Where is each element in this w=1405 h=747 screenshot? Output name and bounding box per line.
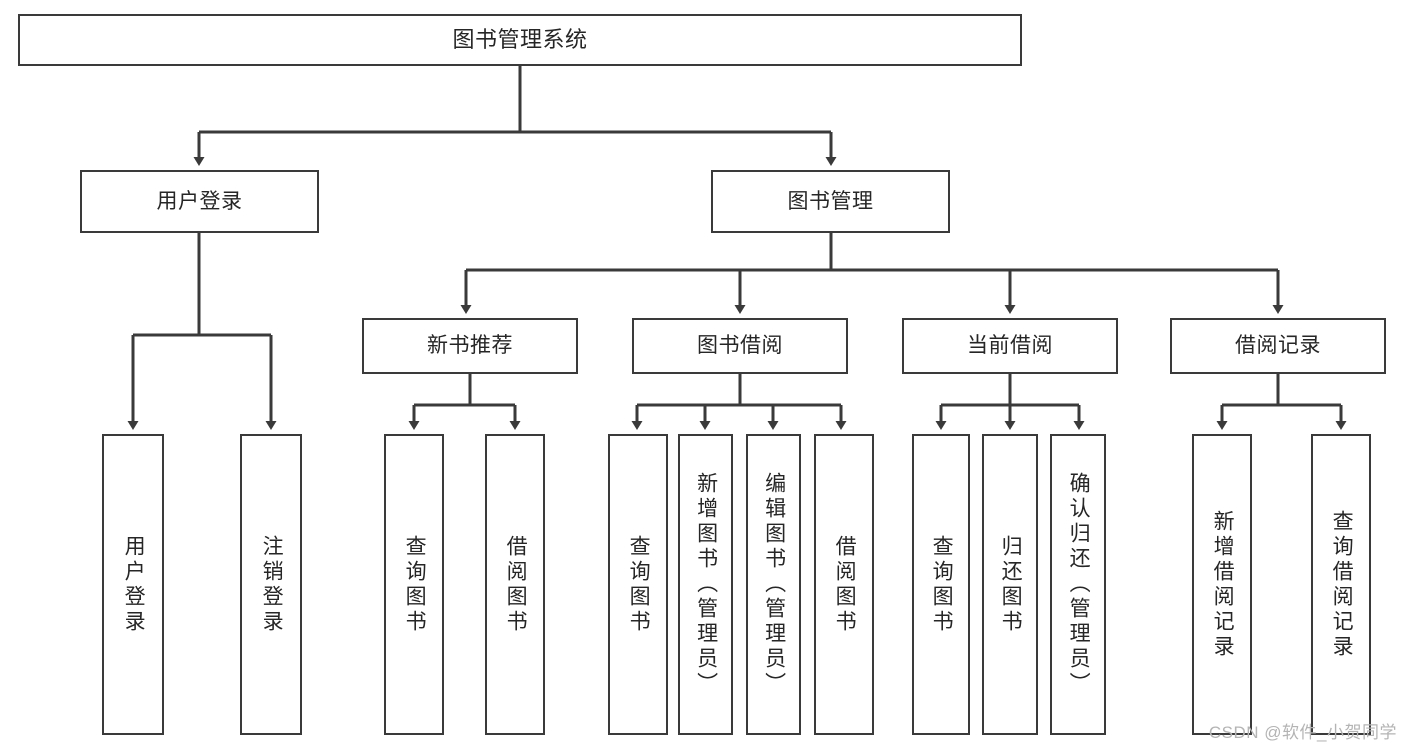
leaf-query-book-borrow[interactable]: 查询图书 xyxy=(608,434,668,735)
leaf-label: 查询图书 xyxy=(930,534,954,635)
leaf-user-login[interactable]: 用户登录 xyxy=(102,434,164,735)
leaf-add-borrow-record[interactable]: 新增借阅记录 xyxy=(1192,434,1252,735)
leaf-confirm-return-admin[interactable]: 确认归还（管理员） xyxy=(1050,434,1106,735)
leaf-return-book[interactable]: 归还图书 xyxy=(982,434,1038,735)
leaf-edit-book-admin[interactable]: 编辑图书（管理员） xyxy=(746,434,801,735)
node-book-borrow[interactable]: 图书借阅 xyxy=(632,318,848,374)
leaf-label: 查询借阅记录 xyxy=(1330,509,1354,660)
leaf-label: 归还图书 xyxy=(999,534,1023,635)
node-book-management[interactable]: 图书管理 xyxy=(711,170,950,233)
node-root-system[interactable]: 图书管理系统 xyxy=(18,14,1022,66)
leaf-label: 新增图书（管理员） xyxy=(694,472,718,697)
leaf-label: 编辑图书（管理员） xyxy=(762,472,786,697)
leaf-label: 借阅图书 xyxy=(504,534,528,635)
leaf-label: 借阅图书 xyxy=(833,534,857,635)
leaf-label: 用户登录 xyxy=(122,534,146,635)
leaf-query-borrow-record[interactable]: 查询借阅记录 xyxy=(1311,434,1371,735)
leaf-label: 查询图书 xyxy=(403,534,427,635)
leaf-borrow-book-recommend[interactable]: 借阅图书 xyxy=(485,434,545,735)
node-borrow-records[interactable]: 借阅记录 xyxy=(1170,318,1386,374)
leaf-query-book-recommend[interactable]: 查询图书 xyxy=(384,434,444,735)
leaf-label: 注销登录 xyxy=(260,534,284,635)
node-user-login[interactable]: 用户登录 xyxy=(80,170,319,233)
leaf-borrow-book[interactable]: 借阅图书 xyxy=(814,434,874,735)
leaf-label: 查询图书 xyxy=(627,534,651,635)
leaf-query-book-current[interactable]: 查询图书 xyxy=(912,434,970,735)
leaf-add-book-admin[interactable]: 新增图书（管理员） xyxy=(678,434,733,735)
node-current-borrow[interactable]: 当前借阅 xyxy=(902,318,1118,374)
leaf-label: 新增借阅记录 xyxy=(1211,509,1235,660)
node-new-book-recommend[interactable]: 新书推荐 xyxy=(362,318,578,374)
leaf-logout-login[interactable]: 注销登录 xyxy=(240,434,302,735)
leaf-label: 确认归还（管理员） xyxy=(1067,472,1091,697)
csdn-watermark: CSDN @软件_小贺同学 xyxy=(1208,723,1397,742)
